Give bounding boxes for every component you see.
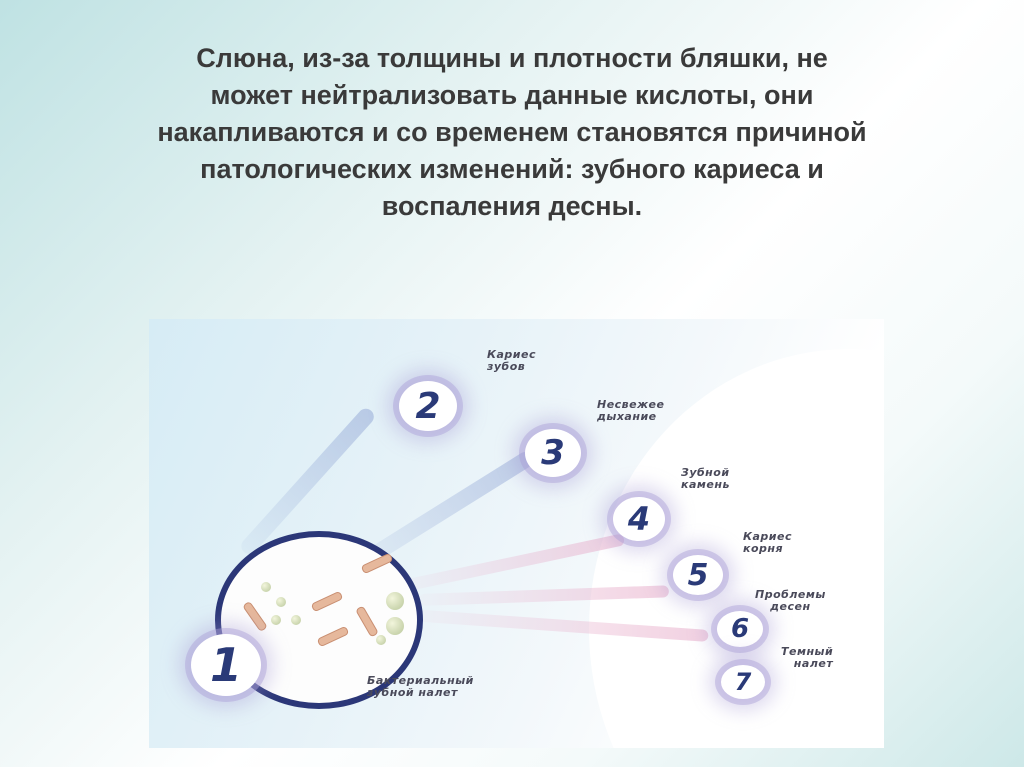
- slide-text: Слюна, из-за толщины и плотности бляшки,…: [40, 40, 984, 225]
- node-4: 4: [613, 497, 665, 541]
- node-2: 2: [399, 381, 457, 431]
- node-1: 1: [191, 634, 261, 696]
- text-line: патологических изменений: зубного кариес…: [200, 154, 824, 184]
- text-line: Слюна, из-за толщины и плотности бляшки,…: [196, 43, 828, 73]
- text-line: воспаления десны.: [381, 191, 643, 221]
- node-3: 3: [525, 429, 581, 477]
- text-line: накапливаются и со временем становятся п…: [157, 117, 867, 147]
- node-7: 7: [721, 665, 765, 699]
- node-5: 5: [673, 555, 723, 595]
- node-6: 6: [717, 611, 763, 647]
- text-line: может нейтрализовать данные кислоты, они: [210, 80, 814, 110]
- arrow-to-4: [397, 533, 626, 593]
